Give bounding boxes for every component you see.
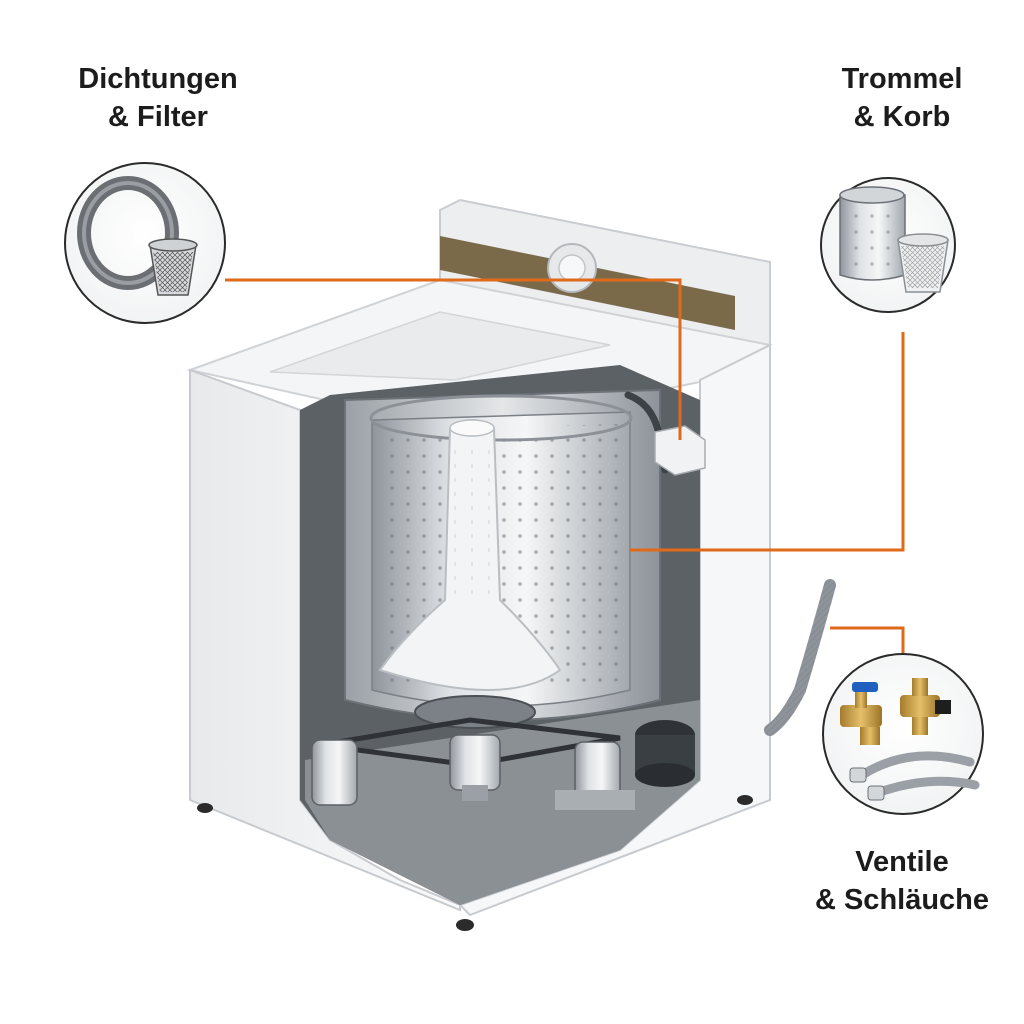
label-seals-filters: Dichtungen & Filter [48,60,268,136]
leader-line-seals [225,278,682,440]
motor [449,734,501,801]
foot [456,919,474,931]
angle-valve-icon [900,678,951,735]
leader-line-drum [630,332,905,552]
braided-hose-icon [849,751,980,801]
label-drum-basket-line1: Trommel [841,63,963,95]
callout-circle-valves-hoses [822,653,984,815]
drive-assembly [311,695,695,810]
callout-circle-seals-filters [64,162,226,324]
washing-machine [186,198,836,931]
label-valves-hoses-line2: & Schläuche [814,884,990,916]
steel-drum-icon [839,186,906,281]
callout-circle-drum-basket [820,177,956,313]
agitator [378,419,562,691]
label-seals-filters-line1: Dichtungen [78,63,238,95]
foot [737,795,753,805]
mesh-filter-icon [148,238,198,296]
pump-right [555,741,635,810]
gear-motor [635,720,695,787]
label-seals-filters-line2: & Filter [108,101,208,133]
control-knob[interactable] [547,243,597,293]
basket-icon [897,233,949,293]
cabinet-right-face [458,343,771,917]
rubber-seal-icon [77,176,179,290]
label-valves-hoses: Ventile & Schläuche [792,843,1012,919]
pump-left [311,739,358,806]
leader-lines [225,278,905,658]
ball-valve-icon [840,682,882,745]
foot [197,803,213,813]
label-drum-basket: Trommel & Korb [800,60,1004,136]
leader-line-valves [830,626,905,658]
sensor-box [654,425,706,476]
label-valves-hoses-line1: Ventile [855,846,949,878]
label-drum-basket-line2: & Korb [853,101,951,133]
